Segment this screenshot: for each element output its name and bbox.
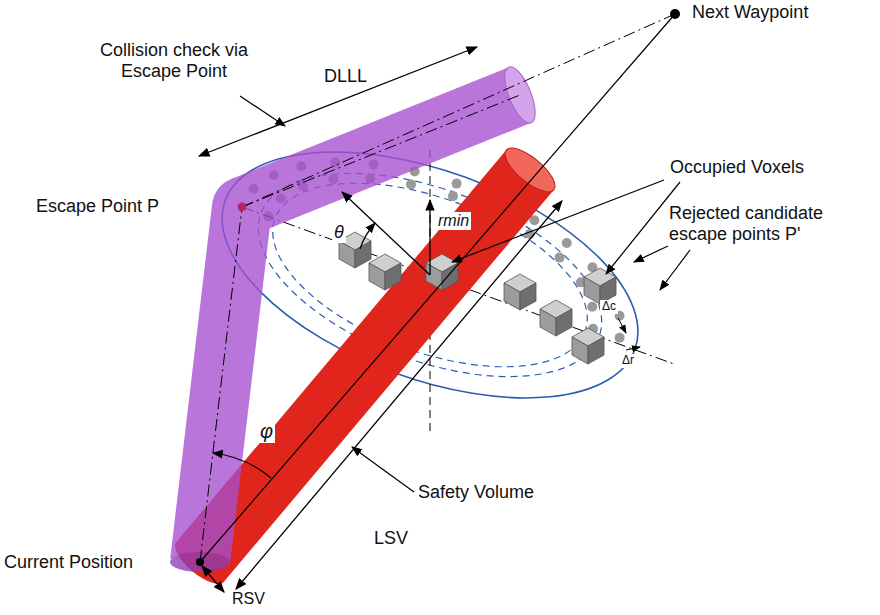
label: RSV [230, 590, 267, 608]
label: Collision check via Escape Point [92, 40, 256, 81]
cylinder-cap [499, 141, 562, 199]
leader-arrow [634, 246, 668, 262]
candidate-point [406, 179, 416, 189]
label: Current Position [2, 552, 135, 573]
voxel [572, 328, 604, 364]
voxel [540, 300, 572, 336]
next-waypoint-dot [670, 9, 680, 19]
direct-path-line [200, 14, 675, 562]
direction-arrow [342, 192, 430, 275]
voxel [426, 254, 458, 290]
label: rmin [436, 212, 471, 230]
leader-arrow [240, 96, 285, 126]
escape-point-dot [238, 203, 246, 211]
label: Escape Point P [34, 196, 161, 217]
leader-arrow [352, 447, 414, 492]
purple-joint [212, 177, 272, 237]
label: Safety Volume [416, 482, 536, 503]
phi-arc [213, 453, 271, 478]
collision-check-cylinders [170, 63, 541, 572]
safety-volume-cylinder [200, 170, 530, 562]
rmin-arrow [429, 200, 430, 275]
theta-arc [360, 223, 375, 249]
leader-arrow [452, 180, 664, 262]
label: LSV [372, 528, 410, 549]
voxel [504, 274, 536, 310]
candidate-point [555, 253, 565, 263]
candidate-point [448, 191, 458, 201]
label: DLLL [322, 66, 369, 87]
escape-path-line [242, 14, 675, 207]
purple-axis [200, 207, 242, 562]
cylinder-cap [170, 552, 230, 572]
candidate-point [562, 238, 572, 248]
purple-axis [242, 95, 520, 207]
voxel [369, 254, 401, 290]
label: θ [332, 222, 346, 243]
purple-cylinder [200, 207, 242, 562]
label: Occupied Voxels [668, 157, 806, 178]
purple-cylinder [242, 95, 520, 207]
label: Δc [600, 300, 618, 314]
current-position-dot [196, 558, 204, 566]
radius-dimension [202, 566, 224, 592]
leader-arrow [660, 250, 690, 290]
label: Δr [620, 354, 636, 368]
spacing-arrow [618, 318, 626, 333]
label: Rejected candidate escape points P' [667, 203, 876, 244]
label: φ [258, 420, 275, 443]
spacing-arrow [626, 347, 640, 350]
length-dimension [236, 201, 562, 589]
candidate-point [587, 302, 597, 312]
candidate-point [452, 179, 462, 189]
candidate-point [615, 333, 625, 343]
voxel [584, 268, 616, 304]
label: Next Waypoint [690, 2, 810, 23]
